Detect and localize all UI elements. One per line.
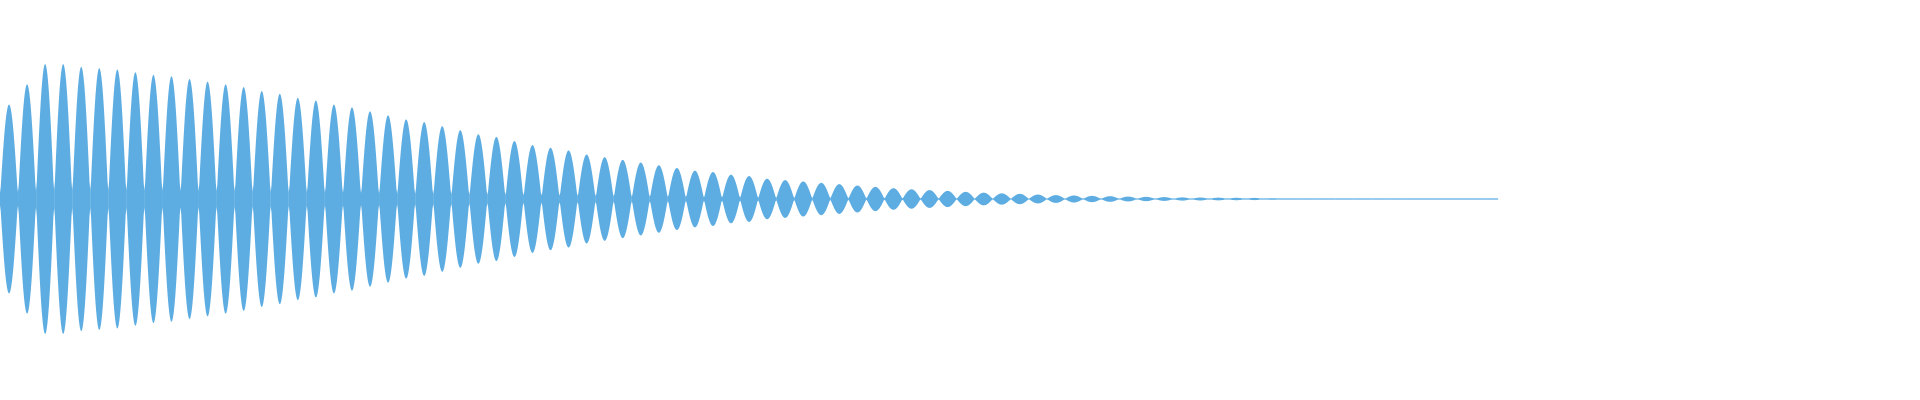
waveform-lobe — [397, 119, 416, 279]
waveform-lobe — [541, 147, 560, 251]
waveform-lobe — [956, 191, 975, 207]
waveform-lobe — [1010, 193, 1029, 205]
waveform-lobe — [884, 188, 903, 210]
waveform-lobe — [595, 157, 614, 241]
waveform-lobe — [703, 172, 722, 226]
waveform-lobe — [1371, 198, 1390, 200]
waveform-lobe — [1353, 198, 1372, 200]
waveform-lobe — [794, 181, 813, 217]
waveform-lobe — [902, 189, 921, 209]
waveform-lobe — [505, 140, 524, 258]
waveform-lobe — [1064, 195, 1083, 203]
waveform-lobe — [1101, 196, 1120, 202]
waveform-lobe — [974, 192, 993, 206]
waveform-lobe — [1209, 197, 1228, 201]
waveform-lobe — [1155, 197, 1174, 201]
waveform-lobe — [54, 64, 73, 334]
waveform-lobe — [1083, 195, 1102, 203]
waveform-lobe — [523, 145, 542, 253]
waveform-lobe — [126, 72, 145, 326]
waveform-lobe — [938, 190, 957, 208]
waveform-lobe — [469, 134, 488, 264]
waveform-lobe — [631, 162, 650, 236]
waveform-lobe — [487, 136, 506, 262]
waveform-lobe — [234, 86, 253, 312]
waveform-lobe — [1263, 198, 1282, 200]
waveform-lobe — [920, 190, 939, 208]
waveform-lobe — [162, 76, 181, 322]
waveform-lobe — [1046, 195, 1065, 203]
waveform-lobe — [577, 154, 596, 244]
waveform-lobe — [72, 66, 91, 332]
waveform-lobe — [649, 165, 668, 233]
waveform-lobe — [379, 115, 398, 283]
waveform-lobe — [144, 74, 163, 324]
waveform-lobe — [1281, 198, 1300, 200]
waveform-lobe — [1173, 197, 1192, 201]
waveform-lobe — [1444, 198, 1463, 200]
waveform-lobe — [722, 174, 741, 224]
waveform-lobe — [180, 78, 199, 320]
waveform-lobe — [415, 122, 434, 276]
waveform-lobe — [1462, 198, 1481, 200]
waveform-lobe — [613, 159, 632, 239]
waveform-lobe — [1425, 198, 1444, 200]
waveform-lobe — [90, 68, 109, 330]
waveform-lobe — [1137, 196, 1156, 202]
waveform-lobe — [18, 84, 37, 314]
waveform-lobe — [1245, 197, 1264, 201]
waveform-lobe — [324, 104, 343, 294]
waveform-lobe — [685, 170, 704, 228]
waveform-lobe — [433, 126, 452, 272]
waveform-lobe — [1028, 194, 1047, 204]
waveform-lobe — [1227, 197, 1246, 201]
waveform-lobe — [848, 185, 867, 213]
waveform-lobe — [758, 178, 777, 220]
waveform-lobe — [1335, 198, 1354, 200]
waveform-lobe — [288, 97, 307, 301]
waveform-lobe — [108, 69, 127, 329]
waveform-lobe — [776, 180, 795, 218]
waveform-lobe — [1317, 198, 1336, 200]
waveform-lobe — [812, 182, 831, 216]
waveform-lobe — [1480, 198, 1499, 200]
waveform-lobe — [559, 150, 578, 248]
waveform-lobe — [667, 167, 686, 231]
waveform-lobe — [1191, 197, 1210, 201]
waveform-lobe — [1407, 198, 1426, 200]
waveform-lobe — [361, 111, 380, 287]
waveform-lobe — [1389, 198, 1408, 200]
waveform-lobe — [342, 107, 361, 291]
waveform-lobe — [270, 93, 289, 305]
waveform-lobe — [1299, 198, 1318, 200]
waveform-lobe — [866, 186, 885, 212]
waveform-lobe — [992, 193, 1011, 205]
waveform-lobe — [740, 176, 759, 222]
waveform-lobe — [1119, 196, 1138, 202]
waveform-lobe — [216, 84, 235, 314]
waveform-lobe — [252, 91, 271, 307]
waveform-lobe — [306, 100, 325, 298]
waveform-lobe — [0, 104, 19, 294]
waveform-lobe — [830, 184, 849, 214]
waveform-lobe — [451, 130, 470, 268]
waveform-lobe — [198, 81, 217, 317]
waveform-lobe — [36, 64, 55, 334]
